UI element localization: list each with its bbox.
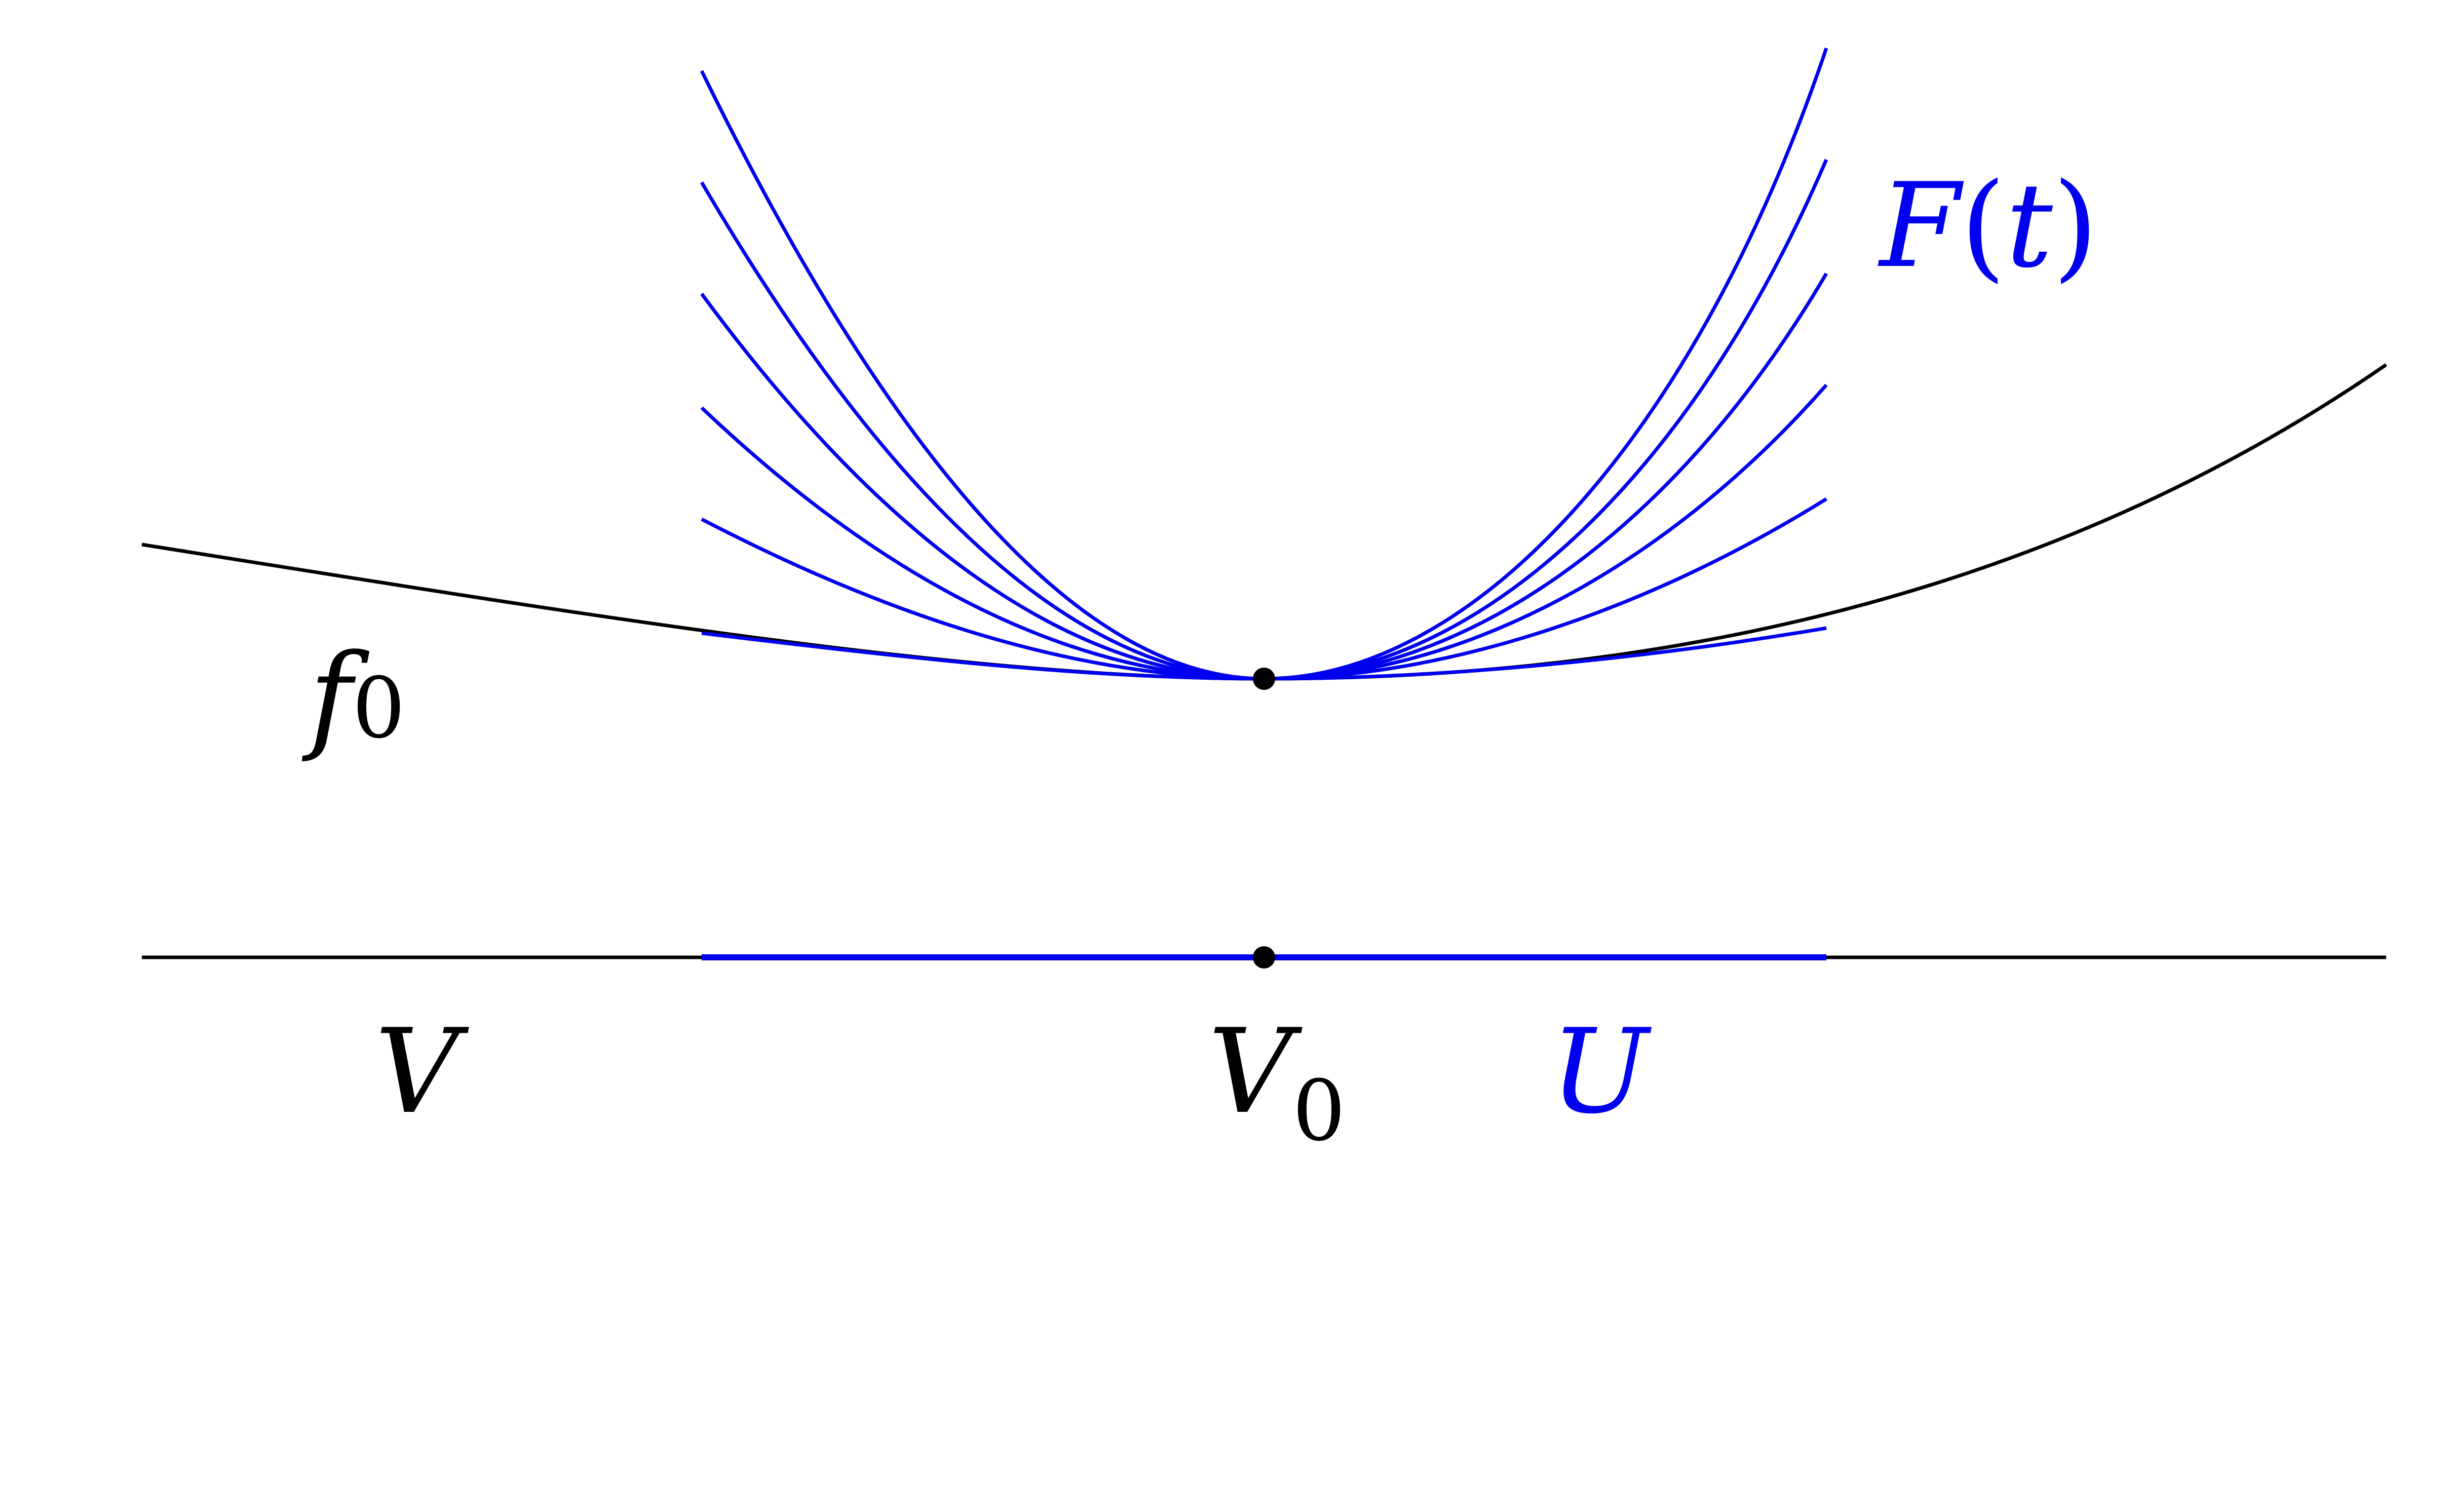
f-t-curve-5 — [700, 47, 1828, 681]
f-t-curve-family — [700, 47, 1828, 681]
v0-label: V0 — [1208, 1004, 1346, 1159]
f0-curve — [141, 363, 2387, 681]
v-label: V — [375, 1004, 469, 1140]
f-t-label: F(t) — [1878, 159, 2098, 294]
u-label: U — [1550, 1004, 1652, 1140]
v0-point — [1253, 946, 1275, 968]
f-t-curve-4 — [700, 159, 1828, 681]
f-t-curve-3 — [700, 273, 1828, 681]
tangency-point — [1253, 668, 1275, 690]
f0-label: f0 — [301, 630, 405, 765]
